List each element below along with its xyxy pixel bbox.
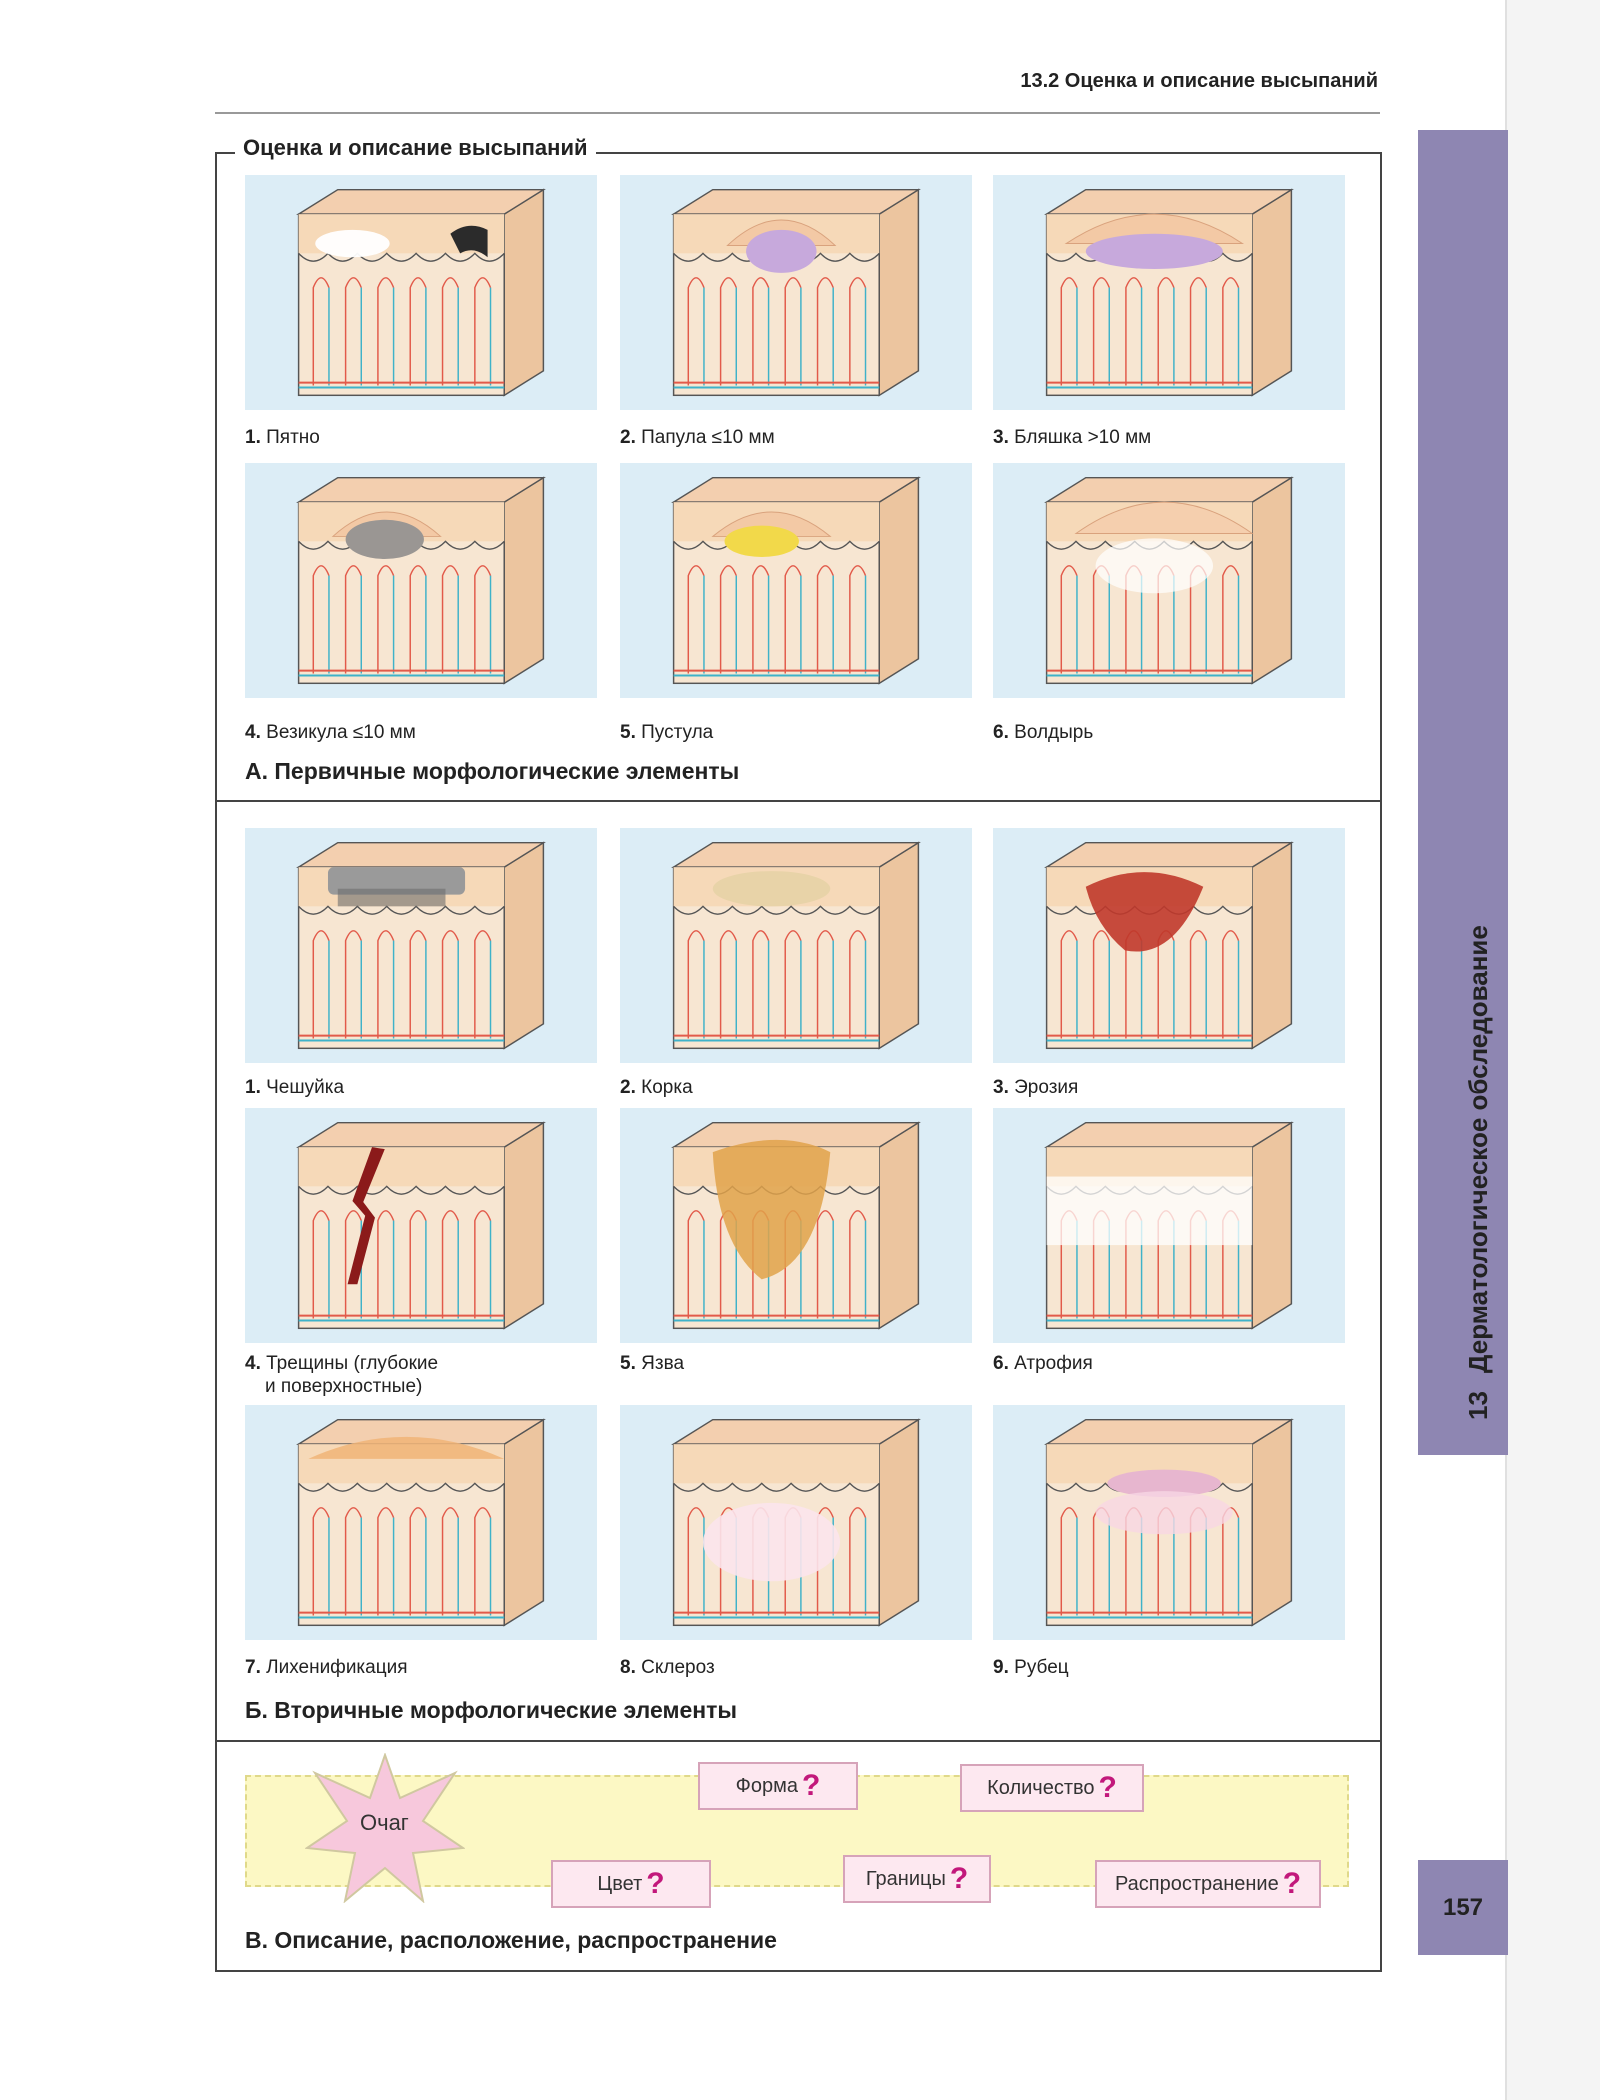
section-c-label: В. Описание, расположение, распространен… bbox=[245, 1927, 777, 1953]
caption-secondary-5: 5. Язва bbox=[620, 1353, 685, 1374]
question-form: Форма? bbox=[698, 1762, 858, 1810]
secondary-illustration-8 bbox=[620, 1405, 972, 1640]
plaque-icon bbox=[1044, 188, 1294, 397]
caption-secondary-7: 7. Лихенификация bbox=[245, 1657, 408, 1678]
focus-star-icon bbox=[305, 1753, 465, 1903]
caption-primary-2: 2. Папула ≤10 мм bbox=[620, 427, 775, 448]
pustule-icon bbox=[671, 476, 921, 685]
atrophy-icon bbox=[1044, 1121, 1294, 1330]
question-spread: Распространение? bbox=[1095, 1860, 1321, 1908]
caption-primary-1: 1. Пятно bbox=[245, 427, 320, 448]
vesicle-icon bbox=[296, 476, 546, 685]
caption-primary-3: 3. Бляшка >10 мм bbox=[993, 427, 1152, 448]
caption-secondary-9: 9. Рубец bbox=[993, 1657, 1069, 1678]
crust-icon bbox=[671, 841, 921, 1050]
secondary-illustration-3 bbox=[993, 828, 1345, 1063]
papule-icon bbox=[671, 188, 921, 397]
caption-secondary-1: 1. Чешуйка bbox=[245, 1077, 345, 1098]
secondary-illustration-7 bbox=[245, 1405, 597, 1640]
secondary-illustration-6 bbox=[993, 1108, 1345, 1343]
scale-icon bbox=[296, 841, 546, 1050]
page-number: 157 bbox=[1418, 1860, 1508, 1955]
question-color: Цвет? bbox=[551, 1860, 711, 1908]
chapter-tab-label: 13Дерматологическое обследование bbox=[1463, 925, 1493, 1420]
caption-primary-5: 5. Пустула bbox=[620, 722, 714, 743]
caption-primary-4: 4. Везикула ≤10 мм bbox=[245, 722, 416, 743]
running-head: 13.2 Оценка и описание высыпаний bbox=[1020, 70, 1378, 92]
figure-title: Оценка и описание высыпаний bbox=[235, 135, 596, 161]
figure-frame bbox=[215, 152, 1382, 1972]
caption-secondary-3: 3. Эрозия bbox=[993, 1077, 1079, 1098]
chapter-side-tab bbox=[1418, 130, 1508, 1455]
secondary-illustration-5 bbox=[620, 1108, 972, 1343]
caption-secondary-2: 2. Корка bbox=[620, 1077, 693, 1098]
ulcer-icon bbox=[671, 1121, 921, 1330]
wheal-icon bbox=[1044, 476, 1294, 685]
secondary-illustration-2 bbox=[620, 828, 972, 1063]
macule-icon bbox=[296, 188, 546, 397]
primary-illustration-3 bbox=[993, 175, 1345, 410]
sclerosis-icon bbox=[671, 1418, 921, 1627]
primary-illustration-5 bbox=[620, 463, 972, 698]
scar-icon bbox=[1044, 1418, 1294, 1627]
header-rule bbox=[215, 112, 1380, 114]
secondary-illustration-1 bbox=[245, 828, 597, 1063]
primary-illustration-4 bbox=[245, 463, 597, 698]
primary-illustration-1 bbox=[245, 175, 597, 410]
primary-illustration-2 bbox=[620, 175, 972, 410]
secondary-illustration-9 bbox=[993, 1405, 1345, 1640]
caption-secondary-6: 6. Атрофия bbox=[993, 1353, 1093, 1374]
caption-primary-6: 6. Волдырь bbox=[993, 722, 1094, 743]
focus-label: Очаг bbox=[360, 1810, 409, 1835]
lichenification-icon bbox=[296, 1418, 546, 1627]
fissure-icon bbox=[296, 1121, 546, 1330]
primary-illustration-6 bbox=[993, 463, 1345, 698]
section-b-label: Б. Вторичные морфологические элементы bbox=[245, 1697, 738, 1723]
question-count: Количество? bbox=[960, 1764, 1144, 1812]
caption-secondary-8: 8. Склероз bbox=[620, 1657, 715, 1678]
question-borders: Границы? bbox=[843, 1855, 991, 1903]
page-edge bbox=[1505, 0, 1600, 2100]
section-a-label: А. Первичные морфологические элементы bbox=[245, 758, 740, 784]
section-divider bbox=[217, 800, 1380, 802]
secondary-illustration-4 bbox=[245, 1108, 597, 1343]
erosion-icon bbox=[1044, 841, 1294, 1050]
section-divider bbox=[217, 1740, 1380, 1742]
